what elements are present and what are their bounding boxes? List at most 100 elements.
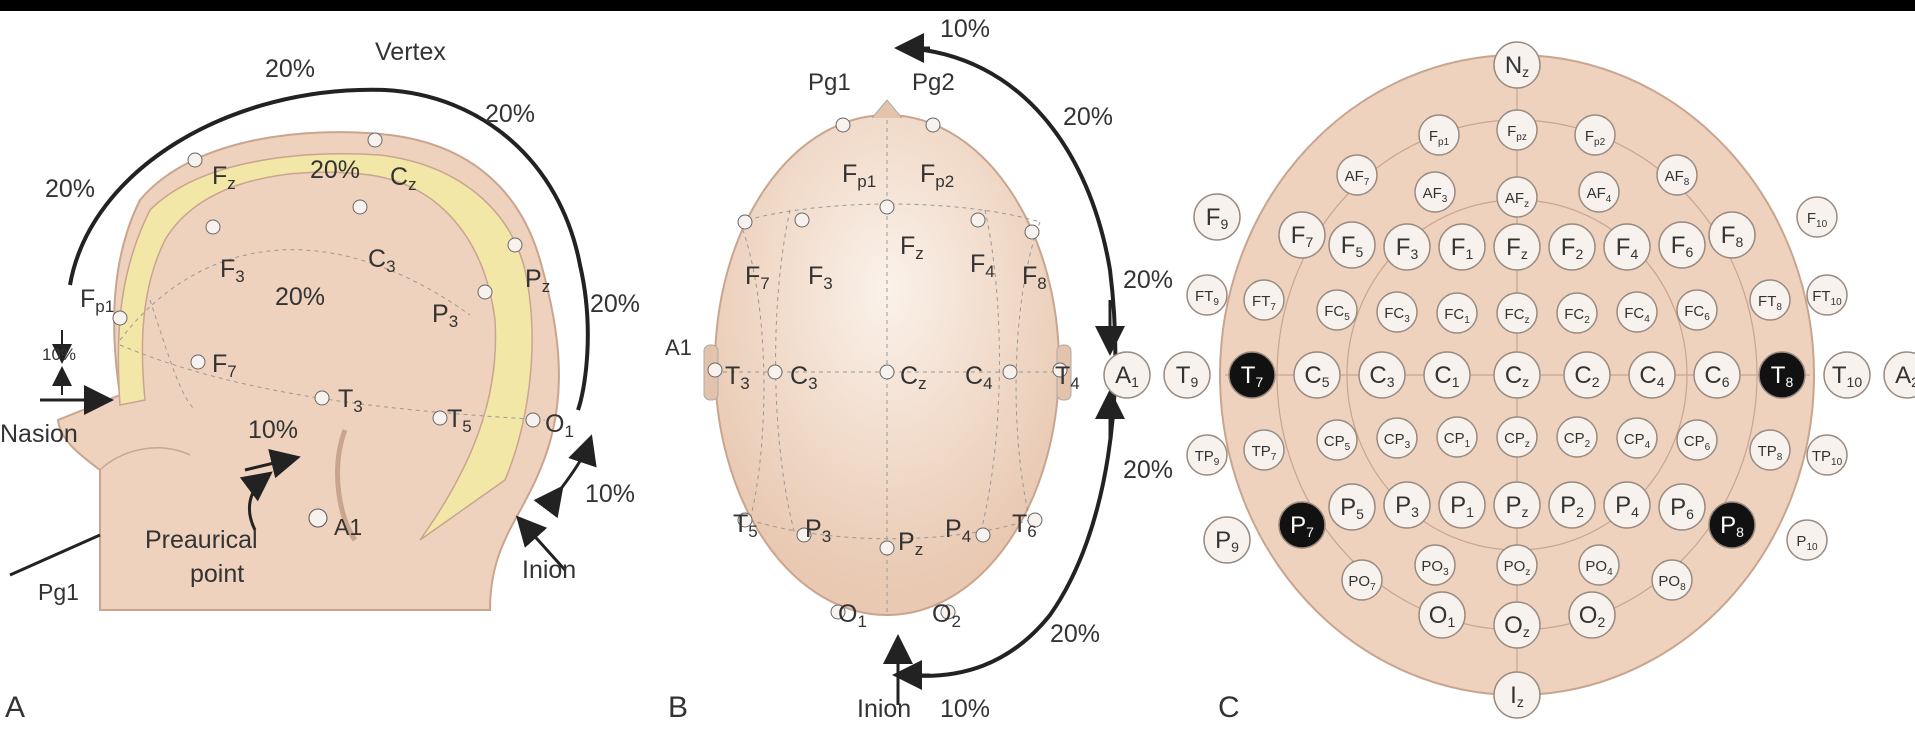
c-label-a2: A2 xyxy=(1895,362,1915,390)
c-label-cp2: CP2 xyxy=(1564,430,1591,450)
c-label-iz: Iz xyxy=(1510,682,1524,710)
c-label-fp2: Fp2 xyxy=(1585,128,1606,148)
c-marker-f7 xyxy=(1278,211,1326,259)
inion-label: Inion xyxy=(522,556,576,584)
b-marker-c3 xyxy=(767,364,783,380)
c-marker-p3 xyxy=(1383,481,1431,529)
percent-inner: 20% xyxy=(310,156,360,184)
c-label-f2: F2 xyxy=(1561,234,1584,262)
a-marker-f3 xyxy=(205,219,221,235)
b-marker-f8 xyxy=(1024,224,1040,240)
c-label-cp5: CP5 xyxy=(1324,433,1351,453)
c-label-t8: T8 xyxy=(1771,362,1794,390)
c-label-f9: F9 xyxy=(1206,204,1229,232)
c-marker-c5 xyxy=(1293,351,1341,399)
c-label-fc1: FC1 xyxy=(1444,306,1470,326)
c-label-fpz: Fpz xyxy=(1507,123,1527,143)
c-label-nz: Nz xyxy=(1505,52,1529,80)
c-label-f7: F7 xyxy=(1291,222,1314,250)
a-label-c3: C3 xyxy=(368,245,396,276)
c-label-fcz: FCz xyxy=(1505,306,1530,326)
b-marker-o2 xyxy=(940,604,956,620)
c-label-tp8: TP8 xyxy=(1758,443,1783,463)
c-marker-c6 xyxy=(1693,351,1741,399)
a-label-fz: Fz xyxy=(212,162,236,193)
c-label-fc6: FC6 xyxy=(1684,303,1710,323)
c-marker-cp1 xyxy=(1436,416,1478,458)
a1-label: A1 xyxy=(334,514,362,540)
c-marker-f2 xyxy=(1548,223,1596,271)
percent-arc-fz: 20% xyxy=(265,55,315,83)
c-label-c1: C1 xyxy=(1434,362,1459,390)
b-label-f3: F3 xyxy=(808,262,833,293)
c-marker-cp2 xyxy=(1556,416,1598,458)
a-label-fp1: Fp1 xyxy=(80,285,114,316)
c-label-f3: F3 xyxy=(1396,234,1419,262)
percent-right-3: 20% xyxy=(1123,456,1173,484)
c-marker-f5 xyxy=(1328,221,1376,269)
c-marker-t8 xyxy=(1758,351,1806,399)
c-marker-pz xyxy=(1493,481,1541,529)
panel-label-a: A xyxy=(5,691,25,724)
c-marker-f9 xyxy=(1193,193,1241,241)
c-marker-o1 xyxy=(1418,591,1466,639)
top-border-strip xyxy=(0,0,1915,11)
c-marker-p7 xyxy=(1278,501,1326,549)
a-label-pz: Pz xyxy=(525,265,550,296)
c-label-af8: AF8 xyxy=(1665,168,1690,188)
pg1-label: Pg1 xyxy=(38,579,79,605)
electrode-a1-ear xyxy=(308,508,328,528)
b-marker-p3 xyxy=(796,527,812,543)
b-marker-f7 xyxy=(737,214,753,230)
c-label-p5: P5 xyxy=(1340,494,1364,522)
c-label-cz: Cz xyxy=(1505,362,1529,390)
b-label-o1: O1 xyxy=(838,600,867,631)
c-label-af3: AF3 xyxy=(1423,185,1448,205)
c-label-fc5: FC5 xyxy=(1324,303,1350,323)
c-marker-fp1 xyxy=(1418,114,1460,156)
c-marker-af8 xyxy=(1656,154,1698,196)
a-marker-o1 xyxy=(525,412,541,428)
preauricular-label-1: Preaurical xyxy=(145,526,258,554)
c-marker-p4 xyxy=(1603,481,1651,529)
c-label-p4: P4 xyxy=(1615,492,1639,520)
c-marker-iz xyxy=(1493,671,1541,719)
c-marker-tp10 xyxy=(1806,434,1848,476)
c-label-a1: A1 xyxy=(1115,362,1139,390)
c-marker-tp8 xyxy=(1749,429,1791,471)
c-label-cp6: CP6 xyxy=(1684,433,1711,453)
c-marker-ft10 xyxy=(1806,274,1848,316)
b-marker-o1 xyxy=(830,604,846,620)
percent-right-4: 20% xyxy=(1050,620,1100,648)
c-label-af4: AF4 xyxy=(1587,185,1612,205)
c-label-tp9: TP9 xyxy=(1195,448,1220,468)
c-label-c2: C2 xyxy=(1574,362,1599,390)
c-marker-p6 xyxy=(1658,483,1706,531)
percent-arc-fp: 20% xyxy=(45,175,95,203)
c-marker-t9 xyxy=(1163,351,1211,399)
percent-mid: 20% xyxy=(275,283,325,311)
c-label-ft8: FT8 xyxy=(1758,293,1782,313)
c-marker-a2 xyxy=(1883,351,1915,399)
inion-label-b: Inion xyxy=(857,695,911,723)
b-label-fp1: Fp1 xyxy=(842,160,876,191)
c-label-ft7: FT7 xyxy=(1252,293,1276,313)
a-marker-cz xyxy=(367,132,383,148)
a-label-f7: F7 xyxy=(212,350,237,381)
percent-inion: 10% xyxy=(585,480,635,508)
a-label-p3: P3 xyxy=(432,300,458,331)
c-marker-af4 xyxy=(1578,171,1620,213)
c-marker-af7 xyxy=(1336,154,1378,196)
b-label-c3: C3 xyxy=(790,362,818,393)
c-marker-po4 xyxy=(1578,544,1620,586)
panel-label-b: B xyxy=(668,691,688,724)
c-marker-f3 xyxy=(1383,223,1431,271)
percent-right-1: 20% xyxy=(1063,103,1113,131)
c-marker-t10 xyxy=(1823,351,1871,399)
c-marker-f4 xyxy=(1603,223,1651,271)
c-label-c6: C6 xyxy=(1704,362,1729,390)
